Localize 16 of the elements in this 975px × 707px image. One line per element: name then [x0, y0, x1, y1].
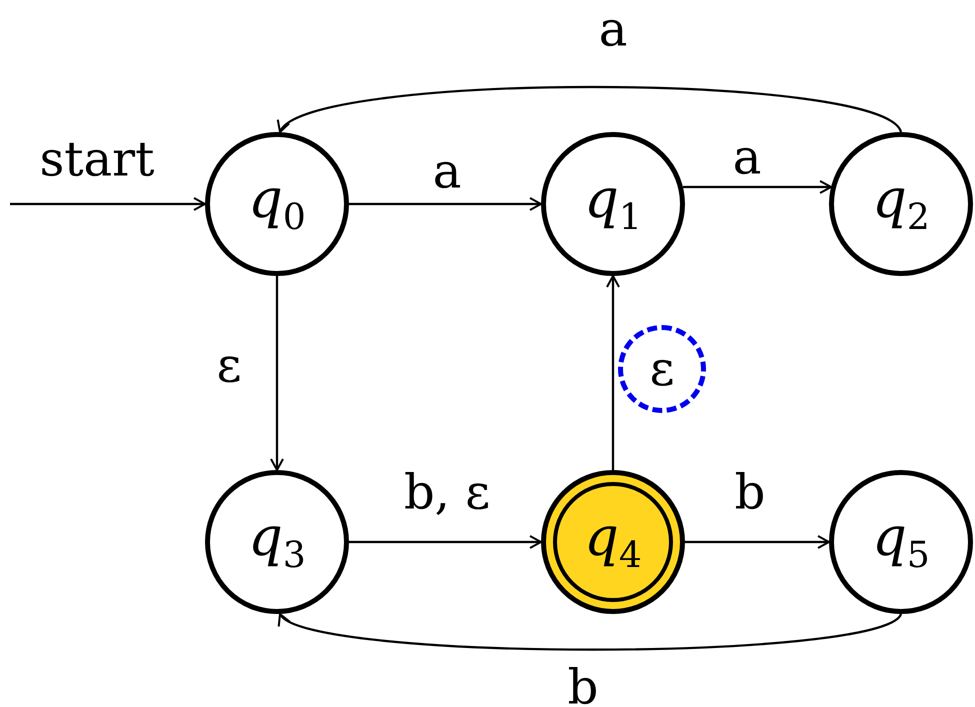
state-label: q$_{3}$: [248, 510, 306, 574]
transition-arrow: [682, 180, 832, 194]
transition-arrow: [685, 535, 830, 549]
state-label: q$_{5}$: [872, 510, 930, 574]
transition-arrow: [270, 276, 284, 471]
transition-arrow: [349, 535, 542, 549]
state-label: q$_{2}$: [872, 172, 930, 236]
transition-arrow: [349, 197, 542, 211]
state-label: q$_{0}$: [248, 172, 306, 236]
circled-edge-label: ε: [618, 325, 706, 413]
state-label: q$_{4}$: [584, 510, 642, 574]
transition-arrow: [279, 86, 902, 133]
transition-arrow: [10, 197, 206, 211]
transition-arrow: [279, 613, 902, 651]
state-label: q$_{1}$: [584, 172, 642, 236]
transition-arrow: [606, 275, 620, 470]
